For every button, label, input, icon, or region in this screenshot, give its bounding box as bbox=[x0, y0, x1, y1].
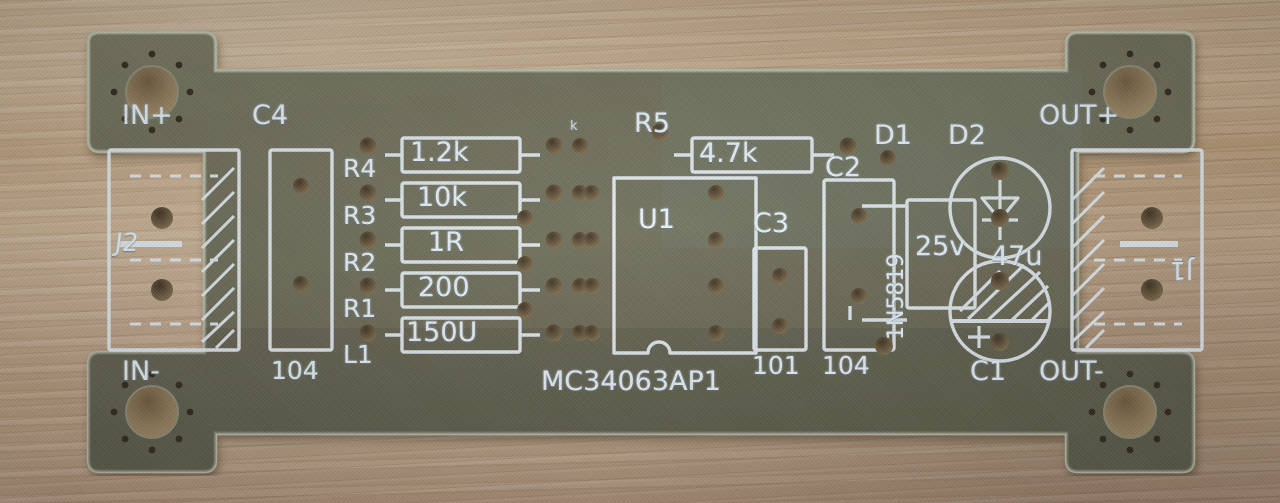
footprint-c2 bbox=[822, 178, 896, 352]
mounting-hole-bottom-right bbox=[1088, 370, 1172, 454]
footprint-r5 bbox=[674, 136, 834, 174]
footprint-l1 bbox=[385, 316, 540, 354]
mounting-hole-top-right bbox=[1088, 50, 1172, 134]
mounting-hole-bottom-left bbox=[110, 370, 194, 454]
footprint-r4 bbox=[385, 136, 540, 174]
footprint-j2 bbox=[107, 148, 241, 352]
footprint-r2 bbox=[385, 226, 540, 264]
footprint-u1 bbox=[612, 176, 758, 355]
footprint-d1 bbox=[848, 198, 977, 322]
mounting-hole-top-left bbox=[110, 50, 194, 134]
footprint-c3 bbox=[752, 246, 808, 352]
footprint-r3 bbox=[385, 181, 540, 219]
footprint-c4 bbox=[268, 148, 334, 352]
footprint-d2 bbox=[948, 156, 1052, 260]
footprint-r1 bbox=[385, 271, 540, 309]
pcb-board bbox=[86, 30, 1204, 474]
board-holes bbox=[151, 123, 1163, 355]
board-texture bbox=[88, 32, 1194, 472]
footprint-c1 bbox=[948, 259, 1052, 363]
footprint-j1 bbox=[1070, 148, 1204, 352]
